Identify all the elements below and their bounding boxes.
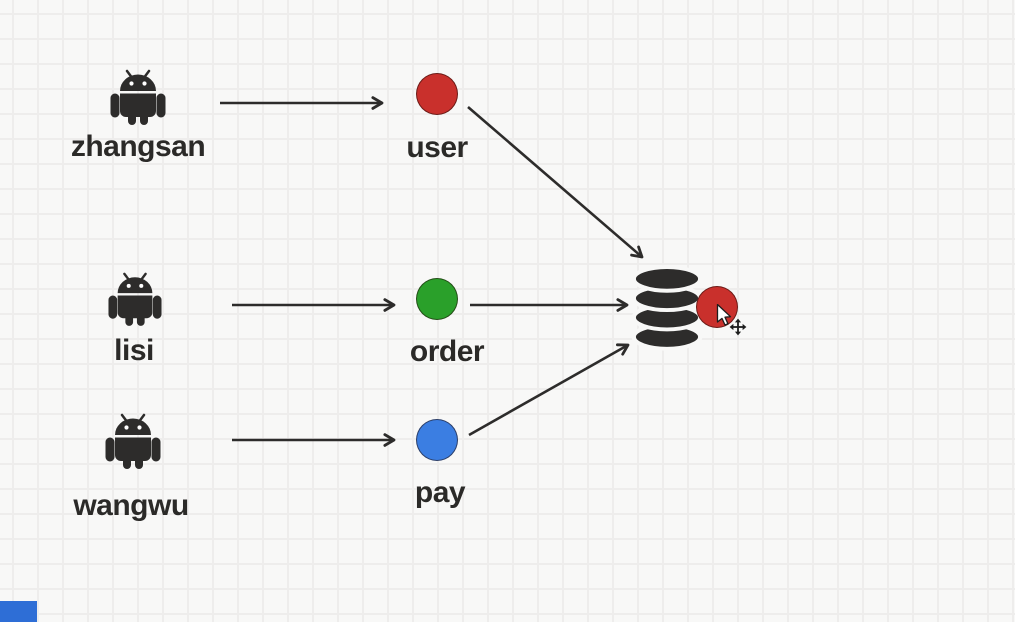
service-label-pay: pay [414, 476, 466, 509]
client-label-wangwu: wangwu [73, 489, 189, 522]
service-node-pay[interactable] [416, 419, 458, 461]
bottom-left-blue-rect [0, 601, 37, 622]
database-icon [631, 264, 703, 351]
service-node-user[interactable] [416, 73, 458, 115]
client-label-lisi: lisi [114, 334, 154, 367]
move-cursor-icon [716, 304, 747, 336]
client-label-zhangsan: zhangsan [70, 130, 206, 163]
arrow-user-database[interactable] [467, 106, 644, 259]
service-label-user: user [406, 131, 468, 164]
service-node-order[interactable] [416, 278, 458, 320]
database-node[interactable] [630, 263, 704, 351]
arrow-pay-database[interactable] [468, 343, 630, 437]
service-label-order: order [409, 335, 485, 368]
